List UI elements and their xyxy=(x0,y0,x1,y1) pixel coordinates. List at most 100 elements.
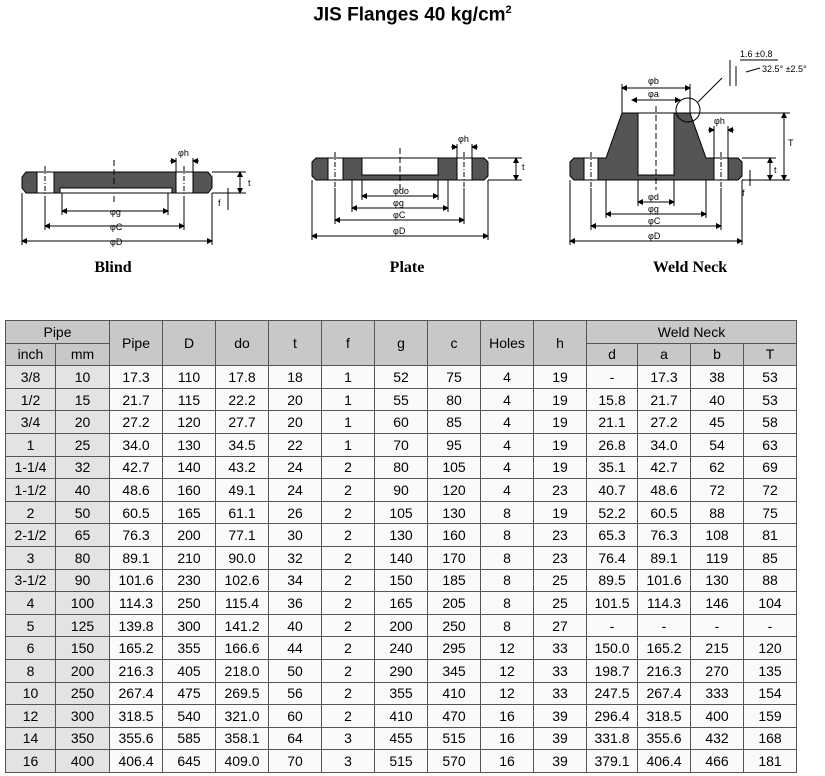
table-cell: 115.4 xyxy=(215,591,269,615)
table-cell: 102.6 xyxy=(215,568,269,593)
table-cell: 33 xyxy=(533,658,587,683)
table-cell: 85 xyxy=(743,545,797,570)
cell-mm: 15 xyxy=(55,387,110,412)
table-cell: 27.7 xyxy=(215,410,269,434)
cell-inch: 10 xyxy=(5,681,56,706)
table-cell: 269.5 xyxy=(215,681,269,706)
table-cell: 406.4 xyxy=(109,749,163,773)
table-cell: 58 xyxy=(743,410,797,434)
table-cell: 76.3 xyxy=(109,523,163,547)
table-cell: 19 xyxy=(533,432,587,457)
blind-flange-diagram xyxy=(21,158,246,245)
table-cell: 8 xyxy=(480,613,534,638)
plate-d-label: φD xyxy=(393,226,406,236)
table-cell: 321.0 xyxy=(215,704,269,728)
table-cell: 165 xyxy=(374,591,428,615)
weld-neck-flange-diagram xyxy=(569,59,790,245)
cell-inch: 12 xyxy=(5,704,56,728)
table-cell: 34 xyxy=(268,568,322,593)
header-weld-d: d xyxy=(586,342,638,367)
table-cell: 1 xyxy=(321,410,375,434)
cell-inch: 1-1/2 xyxy=(5,478,56,502)
table-cell: 154 xyxy=(743,681,797,706)
table-cell: 101.5 xyxy=(586,591,638,615)
table-cell: 3 xyxy=(321,749,375,773)
table-cell: 17.3 xyxy=(637,365,691,389)
flange-spec-table: Pipe Pipe D do t f g c Holes h Weld Neck… xyxy=(5,319,797,773)
table-cell: 101.6 xyxy=(637,568,691,593)
table-cell: 1 xyxy=(321,387,375,412)
table-cell: 53 xyxy=(743,387,797,412)
table-cell: 406.4 xyxy=(637,749,691,773)
table-cell: 405 xyxy=(162,658,216,683)
weld-f-label: f xyxy=(742,188,745,198)
table-cell: 300 xyxy=(162,613,216,638)
table-cell: 4 xyxy=(480,432,534,457)
table-cell: 355.6 xyxy=(637,726,691,751)
table-cell: 165 xyxy=(162,500,216,525)
table-cell: 60 xyxy=(374,410,428,434)
table-cell: 64 xyxy=(268,726,322,751)
table-cell: 62 xyxy=(690,455,744,480)
table-cell: 135 xyxy=(743,658,797,683)
cell-mm: 250 xyxy=(55,681,110,706)
table-cell: 141.2 xyxy=(215,613,269,638)
cell-mm: 20 xyxy=(55,410,110,434)
table-cell: 75 xyxy=(427,365,481,389)
table-cell: 345 xyxy=(427,658,481,683)
table-cell: 42.7 xyxy=(637,455,691,480)
table-cell: 21.1 xyxy=(586,410,638,434)
table-cell: 318.5 xyxy=(637,704,691,728)
table-cell: 2 xyxy=(321,568,375,593)
table-cell: 90 xyxy=(374,478,428,502)
weld-c-label: φC xyxy=(648,216,661,226)
table-cell: 200 xyxy=(374,613,428,638)
table-cell: 205 xyxy=(427,591,481,615)
cell-inch: 5 xyxy=(5,613,56,638)
table-cell: 72 xyxy=(743,478,797,502)
table-cell: 25 xyxy=(533,568,587,593)
plate-flange-diagram xyxy=(311,144,522,240)
table-cell: 379.1 xyxy=(586,749,638,773)
table-cell: 12 xyxy=(480,681,534,706)
weld-tolerance-gap-label: 1.6 ±0.8 xyxy=(740,49,772,59)
table-cell: 130 xyxy=(690,568,744,593)
table-cell: 89.1 xyxy=(109,545,163,570)
table-cell: 410 xyxy=(427,681,481,706)
table-cell: 181 xyxy=(743,749,797,773)
plate-g-label: φg xyxy=(393,198,404,208)
cell-mm: 150 xyxy=(55,636,110,660)
table-cell: 8 xyxy=(480,591,534,615)
table-cell: 52.2 xyxy=(586,500,638,525)
header-weld-a: a xyxy=(637,342,691,367)
table-cell: 43.2 xyxy=(215,455,269,480)
table-cell: 120 xyxy=(743,636,797,660)
table-cell: 3 xyxy=(321,726,375,751)
table-cell: 4 xyxy=(480,410,534,434)
table-cell: 1 xyxy=(321,365,375,389)
table-cell: 1 xyxy=(321,432,375,457)
table-cell: 20 xyxy=(268,410,322,434)
table-cell: - xyxy=(690,613,744,638)
weld-d-label: φd xyxy=(648,192,659,202)
table-cell: 33 xyxy=(533,636,587,660)
table-cell: 55 xyxy=(374,387,428,412)
table-cell: 400 xyxy=(690,704,744,728)
table-cell: 42.7 xyxy=(109,455,163,480)
header-holes: Holes xyxy=(480,319,534,367)
table-cell: 40 xyxy=(690,387,744,412)
table-cell: 2 xyxy=(321,523,375,547)
weld-T-label: T xyxy=(788,138,794,148)
table-cell: 645 xyxy=(162,749,216,773)
table-cell: 18 xyxy=(268,365,322,389)
table-cell: 296.4 xyxy=(586,704,638,728)
cell-inch: 1/2 xyxy=(5,387,56,412)
table-cell: 70 xyxy=(268,749,322,773)
